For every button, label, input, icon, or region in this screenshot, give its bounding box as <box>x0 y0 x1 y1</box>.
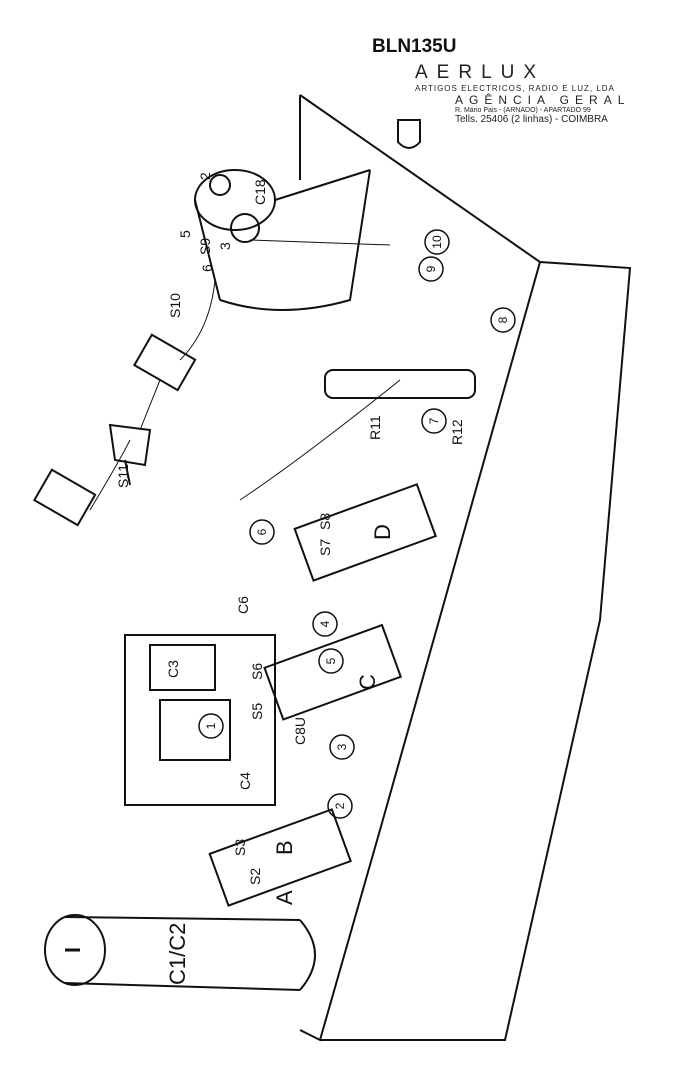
label-coil-2: 2 <box>197 172 213 180</box>
label-c8u: C8U <box>292 717 308 745</box>
label-s3: S3 <box>232 839 248 856</box>
block-d <box>293 483 437 582</box>
label-c3: C3 <box>165 660 181 678</box>
ref-6: 6 <box>255 528 269 535</box>
chassis-board <box>299 94 632 1042</box>
label-c4: C4 <box>237 772 253 790</box>
ref-10: 10 <box>430 235 444 249</box>
label-s6: S6 <box>249 663 265 680</box>
ref-4: 4 <box>318 620 332 627</box>
ref-7: 7 <box>427 417 441 424</box>
label-s9: S9 <box>197 238 213 255</box>
ref-3: 3 <box>335 743 349 750</box>
reference-circles <box>198 229 516 819</box>
label-c1-c2: C1/C2 <box>165 923 190 985</box>
label-s5: S5 <box>249 703 265 720</box>
model-title: BLN135U <box>372 36 457 57</box>
label-b: B <box>272 840 297 855</box>
ref-1: 1 <box>204 722 218 729</box>
c18-can <box>194 169 371 311</box>
label-coil-6: 6 <box>199 264 215 272</box>
label-coil-3: 3 <box>217 242 233 250</box>
tuning-frame <box>124 634 276 806</box>
philips-logo <box>397 119 421 149</box>
label-s10: S10 <box>167 293 183 318</box>
c3-window <box>149 644 216 691</box>
switch-s10 <box>132 333 197 392</box>
stamp-line3: R. Mário Pais - (ARNADO) - APARTADO 99 <box>455 107 591 114</box>
label-c18: C18 <box>252 179 268 205</box>
ref-8: 8 <box>496 316 510 323</box>
c4-window <box>159 699 231 761</box>
label-r11: R11 <box>367 415 383 440</box>
label-d: D <box>370 524 395 540</box>
label-c6: C6 <box>235 596 251 614</box>
label-c: C <box>355 674 380 690</box>
label-coil-5: 5 <box>177 230 193 238</box>
ref-9: 9 <box>424 265 438 272</box>
stamp-line2: AGÊNCIA GERAL <box>455 93 631 107</box>
ref-5: 5 <box>324 657 338 664</box>
label-s11: S11 <box>115 464 131 488</box>
block-c <box>263 623 403 721</box>
stamp-line1: ARTIGOS ELECTRICOS, RADIO E LUZ, LDA <box>415 84 615 93</box>
switch-s11b <box>32 468 97 527</box>
capacitor-c1-c2 <box>44 914 316 991</box>
ref-2: 2 <box>333 802 347 809</box>
stamp-line4: Tells. 25406 (2 linhas) - COIMBRA <box>455 114 608 125</box>
speaker-s11 <box>108 423 152 486</box>
label-a: A <box>272 890 297 905</box>
label-s8: S8 <box>317 513 333 530</box>
label-s2: S2 <box>247 868 263 885</box>
label-r12: R12 <box>449 419 465 445</box>
label-s7: S7 <box>317 539 333 556</box>
stamp-company: AERLUX <box>415 62 546 83</box>
dealer-stamp: AERLUX ARTIGOS ELECTRICOS, RADIO E LUZ, … <box>415 62 655 125</box>
tube-r11-r12 <box>324 369 476 399</box>
block-b <box>208 808 352 907</box>
wires <box>89 239 401 511</box>
